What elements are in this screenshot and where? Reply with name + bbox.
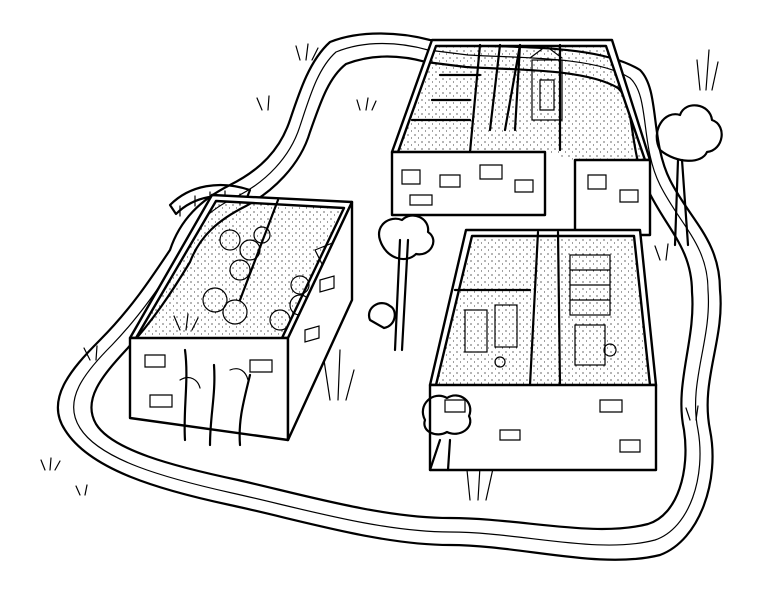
- building-quarters: [428, 228, 658, 472]
- building-top: [390, 38, 652, 237]
- tree-front: [421, 394, 472, 472]
- tree-center: [367, 214, 435, 352]
- tree-right: [655, 104, 723, 247]
- building-storehouse: [128, 193, 354, 447]
